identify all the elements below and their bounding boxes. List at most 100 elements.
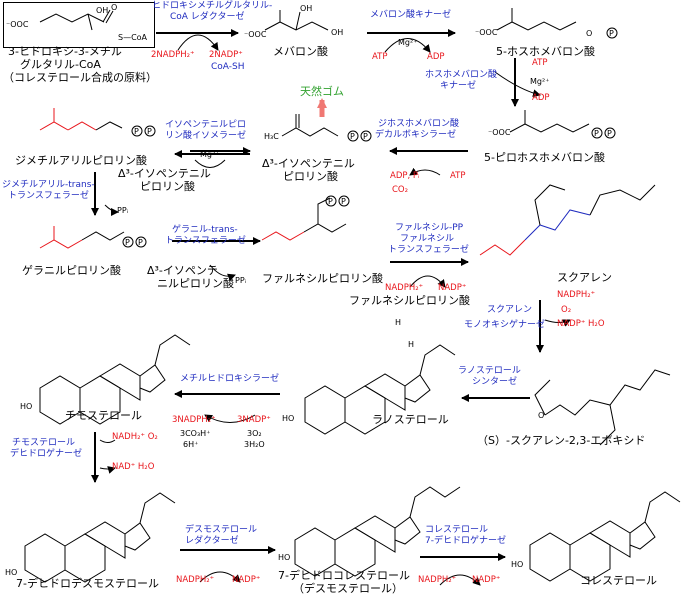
phosphomevalonate-structure — [496, 8, 618, 39]
ipp2-name-2: ピロリン酸 — [140, 180, 195, 193]
squalene-name: スクアレン — [557, 271, 612, 284]
mevalonate-name: メバロン酸 — [273, 45, 328, 58]
mvk-enzyme: メバロン酸キナーゼ — [370, 10, 452, 20]
sqle-enzyme-2: モノオキシゲナーゼ — [464, 320, 546, 330]
fpp2-name: ファルネシルピロリン酸 — [349, 294, 470, 307]
lano-h2-label: H — [408, 340, 415, 349]
mhyd-nadph: 3NADPH₂⁺ — [172, 415, 216, 425]
gpp-p2-label: P — [138, 238, 143, 247]
mevalonate-structure — [264, 10, 329, 31]
dmat-enzyme-2: トランスフェラーゼ — [8, 191, 89, 201]
hmg-oh-label: OH — [96, 6, 109, 15]
mhyd-h2o: 3H₂O — [244, 440, 265, 449]
zymo-ho-label: HO — [20, 402, 33, 411]
phosphomevalonate-name: 5-ホスホメバロン酸 — [496, 45, 595, 58]
dhcr7-enzyme-1: コレステロール — [425, 525, 489, 535]
mvk-adp: ADP — [427, 52, 445, 62]
hmgcr-enzyme-1: ヒドロキシメチルグルタリル- — [152, 1, 273, 11]
natural-rubber-label: 天然ゴム — [300, 85, 344, 98]
ppmev-p2-label: P — [607, 129, 612, 138]
dhr-enzyme-1: デスモステロール — [185, 525, 258, 535]
idi-enzyme-1: イソペンテニルピロ — [165, 120, 247, 130]
gpp-name: ゲラニルピロリン酸 — [22, 264, 121, 277]
fpp-p2-label: P — [341, 197, 346, 206]
ipp2-name-1: Δ³-イソペンテニル — [118, 167, 211, 180]
ipp-p-label: P — [350, 132, 355, 141]
fdft-nadp: NADP⁺ — [438, 283, 467, 293]
fdft-enzyme-2: ファルネシル — [400, 234, 455, 244]
lano-h-label: H — [395, 318, 402, 327]
mhyd-nadp: 3NADP⁺ — [237, 415, 271, 425]
dmapp-p-label: P — [134, 127, 139, 136]
mev-oh2-label: OH — [331, 28, 344, 37]
zymosterol-structure — [39, 334, 191, 425]
ppmev-cooh-label: ⁻OOC — [488, 128, 511, 137]
fpp-p-label: P — [328, 197, 333, 206]
fdft-enzyme-1: ファルネシル-PP — [395, 223, 464, 233]
zdh-enzyme-2: デヒドロゲナーゼ — [10, 449, 83, 459]
fdft-enzyme-3: トランスフェラーゼ — [388, 245, 469, 255]
epoxide-name: （S）-スクアレン-2,3-エポキシド — [477, 434, 646, 447]
mvk-mg: Mg²⁺ — [398, 38, 418, 47]
dmapp-p2-label: P — [147, 127, 152, 136]
zdh-nad-h2o: NAD⁺ H₂O — [112, 462, 155, 472]
fdft-nadph: NADPH₂⁺ — [385, 283, 424, 293]
pmvk-mg: Mg²⁺ — [530, 77, 550, 86]
hmg-coa-structure — [39, 9, 114, 31]
reaction-arrows — [91, 29, 544, 561]
mhyd-co3h: 3CO₃H⁺ — [180, 429, 211, 438]
cholesterol-name: コレステロール — [580, 574, 657, 587]
ipp-h3c-label: H₃C — [264, 132, 279, 141]
7dhd-ho-label: HO — [5, 568, 18, 577]
mvd-co2: CO₂ — [392, 185, 409, 195]
sqle-nadph: NADPH₂⁺ — [557, 290, 596, 300]
squalene-structure — [479, 184, 656, 256]
pmvk-enzyme-2: キナーゼ — [440, 81, 477, 91]
lss-enzyme-1: ラノステロール — [458, 366, 521, 376]
mvd-adp-pi: ADP, Pᵢ — [390, 171, 420, 181]
pmvk-enzyme-1: ホスホメバロン酸 — [425, 70, 498, 80]
cofactor-curves — [99, 34, 571, 586]
dhcr7-nadph: NADPH₂⁺ — [418, 575, 457, 585]
hmgcr-nadp: 2NADP⁺ — [209, 50, 243, 60]
idi-mg: Mg²⁺ — [200, 150, 220, 159]
dhcr7-nadp: NADP⁺ — [472, 575, 501, 585]
hmg-cooh-label: ⁻OOC — [6, 20, 29, 29]
gtt-ppi: PPᵢ — [235, 276, 247, 285]
mev-oh-label: OH — [300, 4, 313, 13]
dhr-nadph: NADPH₂⁺ — [176, 575, 215, 585]
dehydrocholesterol-name-1: 7-デヒドロコレステロール — [278, 569, 410, 582]
hmgcr-nadph: 2NADPH₂⁺ — [151, 50, 195, 60]
hmg-o-label: O — [111, 3, 118, 12]
zymosterol-name: チモステロール — [65, 409, 142, 422]
mhyd-h6: 6H⁺ — [183, 440, 199, 449]
mev-cooh-label: ⁻OOC — [244, 30, 267, 39]
dehydrodesmosterol-structure — [24, 492, 176, 583]
dmat-ppi: PPᵢ — [117, 206, 129, 215]
pmev-p-label: P — [609, 29, 614, 38]
ipp3-name-1: Δ³-イソペンテ — [147, 264, 218, 277]
lanosterol-name: ラノステロール — [372, 413, 449, 426]
ipp-structure — [281, 114, 372, 142]
mhyd-enzyme: メチルヒドロキシラーゼ — [180, 374, 280, 384]
dhr-enzyme-2: レダクターゼ — [185, 536, 239, 546]
pmvk-adp: ADP — [532, 93, 550, 103]
dhcr7-enzyme-2: 7-デヒドロゲナーゼ — [425, 536, 506, 546]
lanosterol-structure — [304, 344, 456, 435]
chol-ho-label: HO — [511, 560, 524, 569]
mvd-atp: ATP — [450, 171, 466, 181]
zdh-enzyme-1: チモステロール — [12, 438, 76, 448]
dehydrodesmosterol-name: 7-デヒドロデスモステロール — [16, 577, 159, 590]
fpp-structure — [261, 195, 350, 241]
gpp-structure — [39, 226, 147, 249]
epox-o-label: O — [538, 411, 545, 420]
hmg-coa-name-1: 3-ヒドロキシ-3-メチル — [8, 45, 122, 58]
pmev-o-label: O — [586, 29, 593, 38]
hmg-coa-name-2: グルタリル-CoA — [20, 58, 101, 71]
ipp-name-1: Δ³-イソペンテニル — [262, 157, 355, 170]
zdh-nadh-o2: NADH₂⁺ O₂ — [112, 432, 158, 442]
mvd-enzyme-2: デカルボキシラーゼ — [375, 130, 457, 140]
dehydrocholesterol-name-2: （デスモステロール） — [293, 582, 403, 595]
idi-enzyme-2: リン酸イソメラーゼ — [165, 131, 247, 141]
